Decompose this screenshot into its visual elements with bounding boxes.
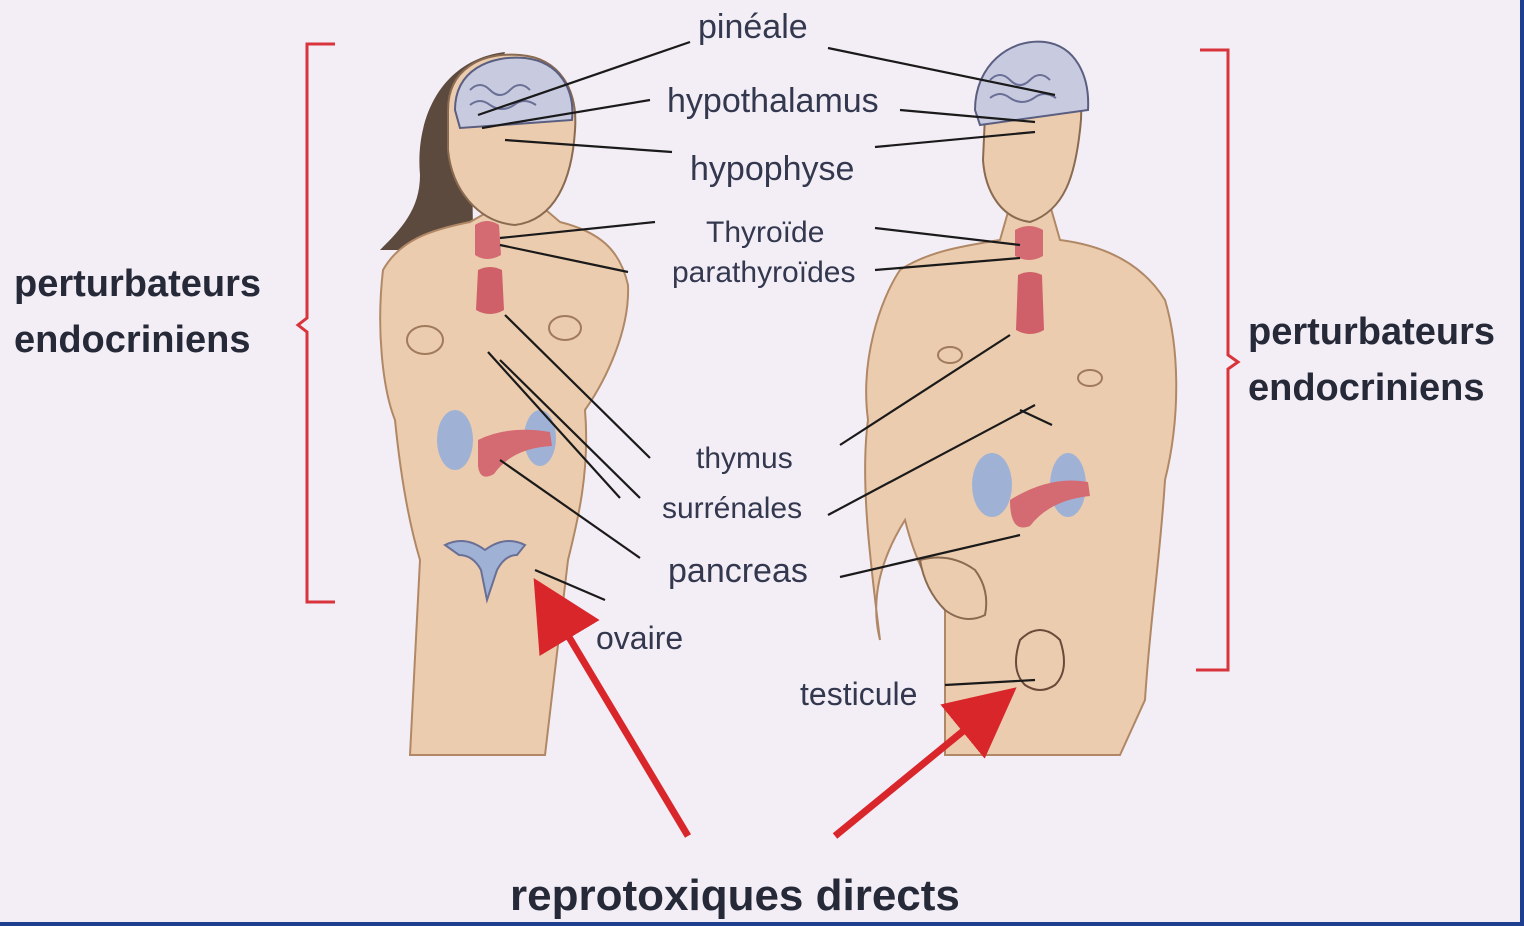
right-group-text: perturbateurs endocriniens	[1248, 304, 1495, 416]
female-thymus	[476, 267, 504, 314]
right-group-line-2: endocriniens	[1248, 360, 1495, 416]
female-kidney-left	[437, 410, 473, 470]
female-thyroid	[475, 221, 501, 259]
right-group-line-1: perturbateurs	[1248, 304, 1495, 360]
male-kidney-left	[972, 453, 1012, 517]
male-brain	[975, 42, 1088, 125]
label-pancreas: pancreas	[668, 552, 808, 591]
bottom-caption: reprotoxiques directs	[510, 872, 960, 920]
left-bracket	[298, 44, 335, 602]
left-group-text: perturbateurs endocriniens	[14, 256, 261, 368]
label-surrenales: surrénales	[662, 492, 802, 526]
male-thyroid	[1015, 226, 1043, 260]
label-thymus: thymus	[696, 442, 793, 476]
label-parathyroides: parathyroïdes	[672, 256, 855, 290]
label-hypothalamus: hypothalamus	[667, 82, 879, 121]
label-hypophyse: hypophyse	[690, 150, 854, 189]
male-thymus	[1016, 272, 1044, 334]
left-group-line-1: perturbateurs	[14, 256, 261, 312]
label-thyroide: Thyroïde	[706, 216, 824, 250]
label-testicule: testicule	[800, 676, 917, 713]
label-ovaire: ovaire	[596, 620, 683, 657]
arrow-to-testicule	[835, 705, 995, 836]
female-figure	[380, 52, 628, 755]
label-pineale: pinéale	[698, 8, 808, 47]
right-bracket	[1196, 50, 1238, 670]
left-group-line-2: endocriniens	[14, 312, 261, 368]
